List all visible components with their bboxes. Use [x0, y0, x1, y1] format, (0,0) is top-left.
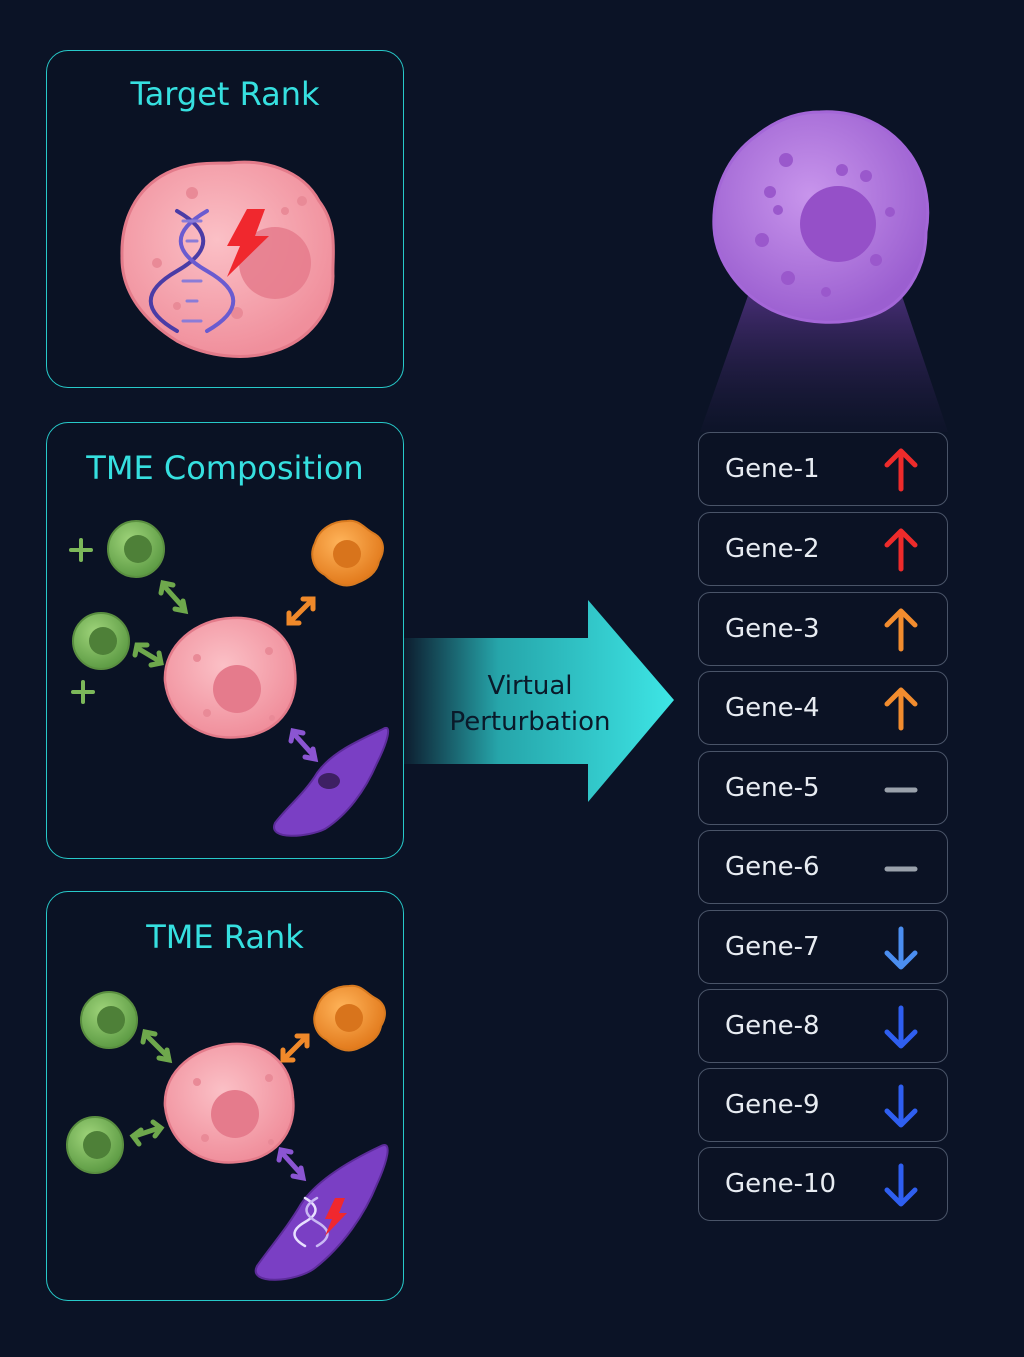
arrow-label-line-1: Virtual [487, 671, 573, 701]
myeloid-cell [313, 984, 386, 1052]
gene-label: Gene-2 [725, 534, 820, 564]
tme-composition-panel: TME Composition [46, 422, 404, 859]
no-change-icon [884, 787, 918, 793]
target-cell [712, 110, 930, 324]
arrow-down-icon [884, 1163, 918, 1207]
tumor-cell [163, 1042, 295, 1164]
no-change-icon [884, 866, 918, 872]
target-rank-title: Target Rank [130, 75, 320, 113]
virtual-perturbation-label: Virtual Perturbation [430, 668, 630, 740]
dna-icon [148, 209, 236, 333]
projection-cone [700, 290, 948, 432]
arrow-up-icon [884, 687, 918, 731]
interaction-arrow-icon [158, 580, 189, 615]
gene-row: Gene-3 [698, 592, 948, 666]
interaction-arrow-icon [132, 642, 164, 668]
arrow-down-icon [884, 1005, 918, 1049]
dna-icon [293, 1196, 329, 1248]
gene-row: Gene-8 [698, 989, 948, 1063]
gene-label: Gene-1 [725, 454, 820, 484]
lightning-icon [325, 1198, 347, 1236]
gene-label: Gene-4 [725, 693, 820, 723]
gene-row: Gene-10 [698, 1147, 948, 1221]
plus-icon [69, 538, 93, 562]
interaction-arrow-icon [288, 728, 319, 763]
lightning-icon [227, 209, 269, 277]
tme-composition-illustration [69, 519, 390, 837]
interaction-arrow-icon [140, 1029, 173, 1064]
gene-label: Gene-8 [725, 1011, 820, 1041]
immune-cell [72, 612, 130, 670]
stromal-cell [273, 726, 390, 837]
gene-row: Gene-4 [698, 671, 948, 745]
tme-rank-panel: TME Rank [46, 891, 404, 1301]
arrow-label-line-2: Perturbation [449, 707, 611, 737]
tme-composition-title: TME Composition [86, 449, 364, 487]
arrow-down-icon [884, 926, 918, 970]
target-rank-panel: Target Rank [46, 50, 404, 388]
interaction-arrow-icon [276, 1147, 307, 1182]
arrow-down-icon [884, 1084, 918, 1128]
immune-cell [66, 1116, 124, 1174]
gene-row: Gene-1 [698, 432, 948, 506]
gene-label: Gene-10 [725, 1169, 837, 1199]
myeloid-cell [311, 519, 384, 587]
target-rank-illustration [120, 160, 335, 358]
tumor-cell [163, 616, 297, 739]
immune-cell [107, 520, 165, 578]
gene-row: Gene-2 [698, 512, 948, 586]
gene-label: Gene-3 [725, 614, 820, 644]
gene-label: Gene-9 [725, 1090, 820, 1120]
gene-row: Gene-7 [698, 910, 948, 984]
arrow-up-icon [884, 608, 918, 652]
tme-rank-illustration [66, 984, 389, 1281]
interaction-arrow-icon [280, 1033, 310, 1063]
target-cell-illustration [700, 110, 948, 432]
gene-label: Gene-7 [725, 932, 820, 962]
arrow-up-icon [884, 528, 918, 572]
tumor-cell [120, 160, 335, 358]
virtual-perturbation-arrow [404, 600, 674, 802]
tme-rank-title: TME Rank [146, 918, 304, 956]
gene-row: Gene-5 [698, 751, 948, 825]
interaction-arrow-icon [129, 1119, 165, 1147]
interaction-arrow-icon [286, 596, 316, 626]
immune-cell [80, 991, 138, 1049]
gene-row: Gene-6 [698, 830, 948, 904]
stromal-cell [254, 1144, 389, 1281]
gene-label: Gene-6 [725, 852, 820, 882]
plus-icon [71, 680, 95, 704]
gene-label: Gene-5 [725, 773, 820, 803]
arrow-up-icon [884, 448, 918, 492]
gene-row: Gene-9 [698, 1068, 948, 1142]
